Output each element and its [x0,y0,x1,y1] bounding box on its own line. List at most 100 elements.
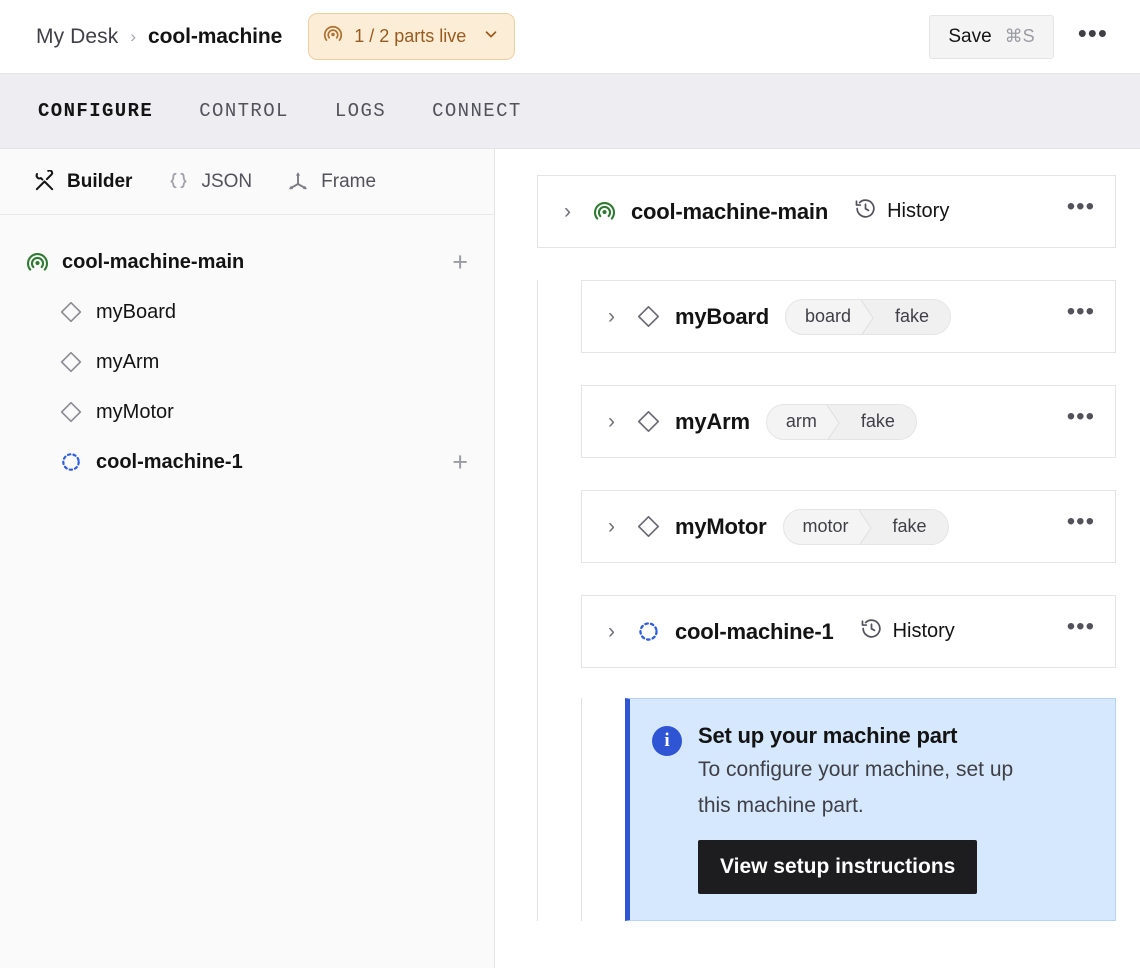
setup-callout: i Set up your machine part To configure … [625,698,1116,922]
setup-callout-wrapper: i Set up your machine part To configure … [581,698,1116,922]
history-button[interactable]: History [860,617,955,646]
diamond-icon [56,350,86,374]
tree-item-cool-machine-main[interactable]: cool-machine-main + [0,237,494,287]
view-tab-json-label: JSON [201,170,253,192]
breadcrumb: My Desk › cool-machine [36,25,282,49]
view-tab-frame[interactable]: Frame [286,170,376,194]
part-card-title: myMotor [675,513,767,539]
parts-live-badge[interactable]: 1 / 2 parts live [308,13,516,60]
part-type-label: arm [785,411,817,431]
add-part-button[interactable]: + [452,446,468,477]
machine-tree: cool-machine-main + myBoard myArm my [0,215,494,487]
part-type-label: motor [802,516,849,536]
radar-icon-green [591,199,617,224]
tree-item-label: cool-machine-main [62,250,245,273]
part-card-menu-button[interactable]: ••• [1066,507,1095,535]
save-button-label: Save [948,25,992,47]
top-bar: My Desk › cool-machine 1 / 2 parts live … [0,0,1140,74]
body-split: Builder JSON [0,149,1140,968]
part-type-model-badge: arm fake [765,403,917,440]
history-label: History [892,620,955,642]
part-model-label: fake [875,299,951,334]
view-tab-frame-label: Frame [321,170,377,192]
primary-tab-bar: CONFIGURE CONTROL LOGS CONNECT [0,74,1140,149]
part-card-menu-button[interactable]: ••• [1066,297,1095,325]
tab-control[interactable]: CONTROL [199,100,289,122]
tree-item-label: myMotor [96,400,174,423]
history-icon [854,197,877,226]
tree-item-mymotor[interactable]: myMotor [0,387,494,437]
tree-item-myarm[interactable]: myArm [0,337,494,387]
tools-icon [32,170,56,194]
machine-card-title: cool-machine-main [631,198,829,224]
diamond-icon [635,304,661,329]
chevron-right-icon[interactable]: › [564,199,571,223]
axes-icon [286,170,310,194]
view-setup-instructions-button[interactable]: View setup instructions [698,840,978,895]
breadcrumb-root-link[interactable]: My Desk [36,24,119,48]
chevron-right-icon[interactable]: › [608,409,615,433]
info-icon: i [652,726,682,756]
top-bar-actions: Save ⌘S ••• [929,14,1118,59]
tab-configure[interactable]: CONFIGURE [38,100,154,122]
pill-divider-icon [826,404,842,439]
setup-callout-content: Set up your machine part To configure yo… [698,723,1028,895]
part-model-label: fake [840,404,916,439]
child-parts-list: › myBoard board fake ••• › [537,280,1116,922]
part-card-myarm[interactable]: › myArm arm fake ••• [581,385,1116,458]
tree-item-label: myBoard [96,300,177,323]
sidebar-view-tabs: Builder JSON [0,149,494,215]
part-card-title: myArm [675,408,750,434]
tree-item-myboard[interactable]: myBoard [0,287,494,337]
history-label: History [887,200,950,222]
chevron-right-icon[interactable]: › [608,619,615,643]
radar-icon-green [22,250,52,275]
tree-connector-line [581,698,582,922]
setup-callout-heading: Set up your machine part [698,723,958,748]
part-card-myboard[interactable]: › myBoard board fake ••• [581,280,1116,353]
part-card-title: myBoard [675,303,769,329]
part-type-model-badge: motor fake [782,508,949,545]
diamond-icon [635,409,661,434]
tree-item-cool-machine-1[interactable]: cool-machine-1 + [0,437,494,487]
diamond-icon [635,514,661,539]
pill-divider-icon [858,509,874,544]
chevron-right-icon: › [130,26,137,46]
part-card-mymotor[interactable]: › myMotor motor fake ••• [581,490,1116,563]
machine-card-menu-button[interactable]: ••• [1066,612,1095,640]
more-options-button[interactable]: ••• [1077,17,1108,48]
braces-icon [166,170,190,194]
parts-live-label: 1 / 2 parts live [354,26,467,46]
tab-connect[interactable]: CONNECT [432,100,522,122]
breadcrumb-current: cool-machine [148,24,283,48]
machine-card-menu-button[interactable]: ••• [1066,192,1095,220]
history-button[interactable]: History [854,197,949,226]
save-button[interactable]: Save ⌘S [929,14,1054,59]
chevron-down-icon [482,25,500,48]
view-tab-json[interactable]: JSON [166,170,252,194]
dashed-circle-icon [635,620,661,643]
part-model-label: fake [872,509,948,544]
tab-logs[interactable]: LOGS [334,100,387,122]
main-panel: › cool-machine-main History [495,149,1140,968]
chevron-right-icon[interactable]: › [608,304,615,328]
sidebar: Builder JSON [0,149,495,968]
tree-item-label: myArm [96,350,160,373]
view-tab-builder-label: Builder [67,170,133,192]
diamond-icon [56,300,86,324]
machine-card-title: cool-machine-1 [675,618,834,644]
chevron-right-icon[interactable]: › [608,514,615,538]
part-type-model-badge: board fake [784,298,952,335]
tree-connector-line [537,280,538,922]
machine-card-root[interactable]: › cool-machine-main History [537,175,1116,248]
setup-callout-body: To configure your machine, set up this m… [698,758,1014,818]
add-part-button[interactable]: + [452,246,468,277]
tree-item-label: cool-machine-1 [96,450,243,473]
machine-card-cool-machine-1[interactable]: › cool-machine-1 History ••• [581,595,1116,668]
dashed-circle-icon [56,451,86,473]
view-tab-builder[interactable]: Builder [32,170,132,194]
part-type-label: board [804,306,852,326]
part-card-menu-button[interactable]: ••• [1066,402,1095,430]
radar-icon [322,23,344,50]
pill-divider-icon [860,299,877,334]
